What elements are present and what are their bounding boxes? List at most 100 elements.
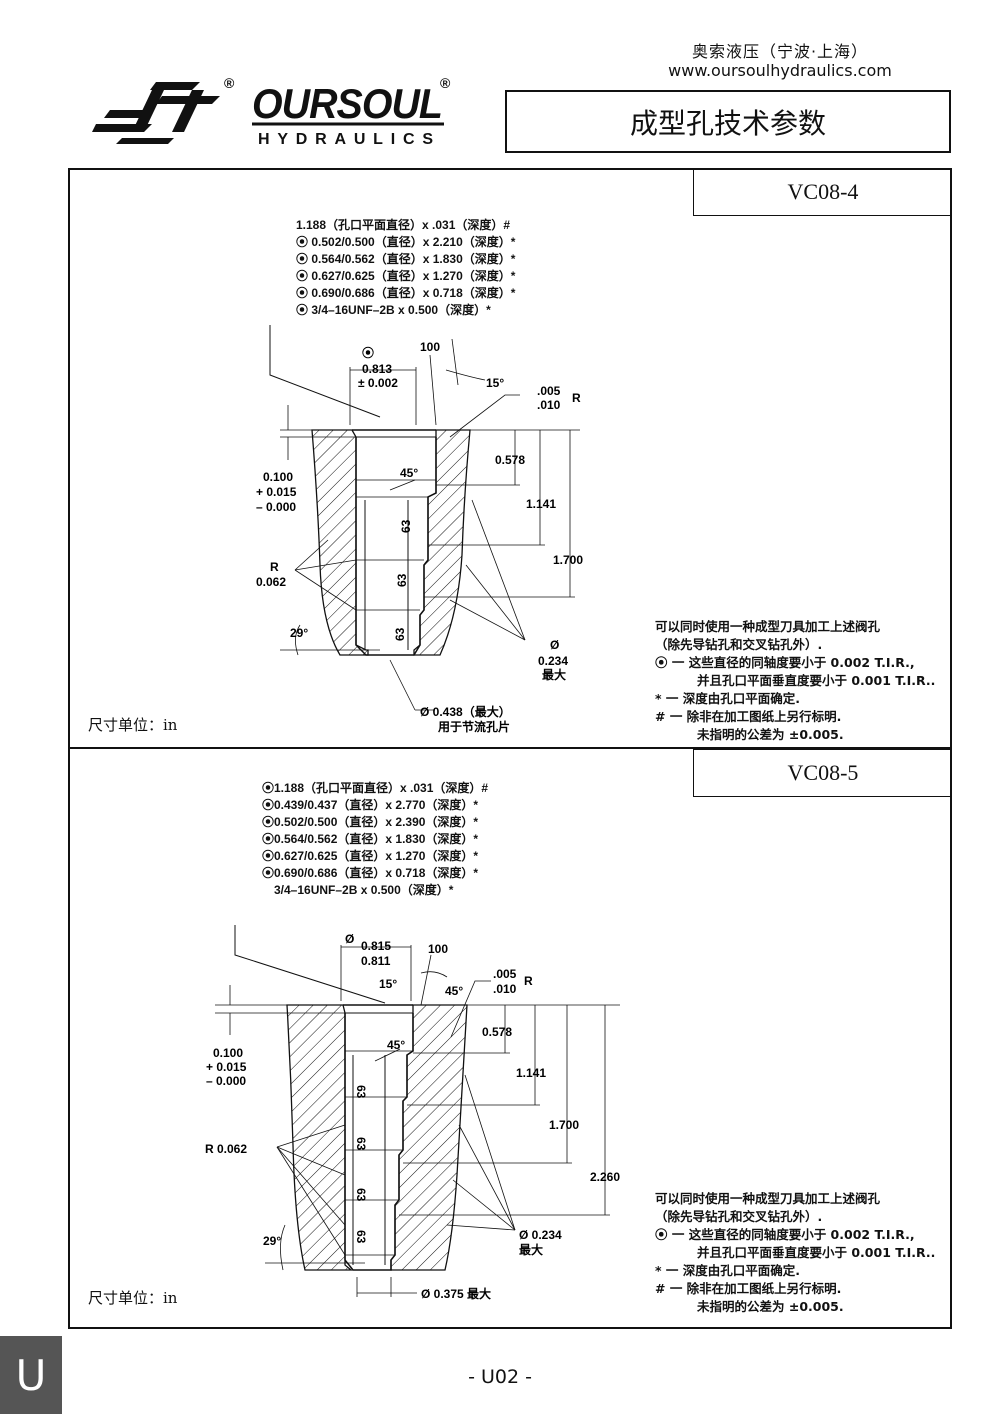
dim-h3: 1.700 xyxy=(553,553,583,567)
dim-angle-29: 29° xyxy=(290,626,308,640)
note-line: # 一 除非在加工图纸上另行标明. xyxy=(655,1281,842,1296)
note-line: 未指明的公差为 ±0.005. xyxy=(697,1299,844,1314)
dim-angle-45-top: 45° xyxy=(445,984,463,998)
dim-r1: .005 xyxy=(493,967,517,981)
dim-top-symbol: Ø xyxy=(345,932,354,946)
brand-logo: ® OURSOUL ® HYDRAULICS xyxy=(92,75,451,148)
spec-line: ⦿0.502/0.500（直径）x 2.390（深度）* xyxy=(262,815,479,829)
unit-label-vc08-4: 尺寸单位：in xyxy=(88,716,178,734)
dim-dia-symbol: Ø xyxy=(550,638,559,652)
note-line: 未指明的公差为 ±0.005. xyxy=(697,727,844,742)
model-label-vc08-4: VC08-4 xyxy=(693,168,952,216)
website-link[interactable]: www.oursoulhydraulics.com xyxy=(668,61,892,80)
spec-line: 3/4–16UNF–2B x 0.500（深度）* xyxy=(274,883,454,897)
dim-top-1: 0.815 xyxy=(361,939,391,953)
notes-vc08-4: 可以同时使用一种成型刀具加工上述阀孔 （除先导钻孔和交叉钻孔外）. ⦿ 一 这些… xyxy=(655,618,935,744)
dim-angle-45: 45° xyxy=(400,466,418,480)
dim-top-2: ± 0.002 xyxy=(358,376,398,390)
document-title: 成型孔技术参数 xyxy=(505,90,951,153)
logo-subtext: HYDRAULICS xyxy=(258,131,438,148)
spec-line: ⦿0.690/0.686（直径）x 0.718（深度）* xyxy=(262,866,479,880)
logo-registered-2: ® xyxy=(440,75,451,91)
spec-line: ⦿1.188（孔口平面直径）x .031（深度）# xyxy=(262,781,489,795)
unit-label-vc08-5: 尺寸单位：in xyxy=(88,1289,178,1307)
dim-r-small: R 0.062 xyxy=(205,1142,247,1156)
spec-line: ⦿ 3/4–16UNF–2B x 0.500（深度）* xyxy=(296,303,491,317)
note-line: * 一 深度由孔口平面确定. xyxy=(655,691,800,706)
dim-angle-45: 45° xyxy=(387,1038,405,1052)
dim-rough-3: 63 xyxy=(393,627,407,641)
dim-dia-max: 0.234 xyxy=(538,654,568,668)
dim-h1: 0.578 xyxy=(495,453,525,467)
dim-bottom-2: 用于节流孔片 xyxy=(437,719,510,734)
note-line: 并且孔口平面垂直度要小于 0.001 T.I.R.. xyxy=(697,673,936,688)
spec-line: ⦿ 0.627/0.625（直径）x 1.270（深度）* xyxy=(296,269,516,283)
dim-depth-b: + 0.015 xyxy=(206,1060,247,1074)
dim-h2: 1.141 xyxy=(516,1066,546,1080)
dim-rough-4: 63 xyxy=(354,1230,368,1244)
dim-angle-29: 29° xyxy=(263,1234,281,1248)
note-line: # 一 除非在加工图纸上另行标明. xyxy=(655,709,842,724)
dim-depth-b: + 0.015 xyxy=(256,485,297,499)
note-line: 可以同时使用一种成型刀具加工上述阀孔 xyxy=(655,619,881,634)
dim-finish: 100 xyxy=(428,942,448,956)
dim-r-small-2: 0.062 xyxy=(256,575,286,589)
dim-bottom-1: Ø 0.438（最大） xyxy=(420,704,511,719)
dim-h2: 1.141 xyxy=(526,497,556,511)
spec-line: ⦿ 0.690/0.686（直径）x 0.718（深度）* xyxy=(296,286,516,300)
dim-h1: 0.578 xyxy=(482,1025,512,1039)
spec-list-vc08-5: ⦿1.188（孔口平面直径）x .031（深度）# ⦿0.439/0.437（直… xyxy=(262,780,488,899)
note-line: ⦿ 一 这些直径的同轴度要小于 0.002 T.I.R., xyxy=(655,1227,915,1242)
spec-line: 1.188（孔口平面直径）x .031（深度）# xyxy=(296,218,511,232)
dim-depth-a: 0.100 xyxy=(213,1046,243,1060)
dim-depth-a: 0.100 xyxy=(263,470,293,484)
logo-wordmark: OURSOUL xyxy=(252,80,442,127)
dim-finish: 100 xyxy=(420,340,440,354)
dim-r-label: R xyxy=(524,974,533,988)
dim-top-1: 0.813 xyxy=(362,362,392,376)
dim-h4: 2.260 xyxy=(590,1170,620,1184)
note-line: * 一 深度由孔口平面确定. xyxy=(655,1263,800,1278)
page-number: - U02 - xyxy=(468,1366,532,1388)
dim-depth-c: – 0.000 xyxy=(256,500,296,514)
dim-dia-max-label: 最大 xyxy=(519,1242,543,1257)
section-tab-u: U xyxy=(0,1336,62,1414)
spec-line: ⦿0.564/0.562（直径）x 1.830（深度）* xyxy=(262,832,479,846)
note-line: 可以同时使用一种成型刀具加工上述阀孔 xyxy=(655,1191,881,1206)
cavity-drawing-vc08-5: Ø 0.815 0.811 100 15° 45° .005 .010 R 0.… xyxy=(205,925,620,1301)
dim-h3: 1.700 xyxy=(549,1118,579,1132)
spec-line: ⦿ 0.564/0.562（直径）x 1.830（深度）* xyxy=(296,252,516,266)
model-label-vc08-5: VC08-5 xyxy=(693,749,952,797)
dim-top-symbol: ⦿ xyxy=(362,345,374,360)
spec-line: ⦿0.627/0.625（直径）x 1.270（深度）* xyxy=(262,849,479,863)
dim-rough-2: 63 xyxy=(395,573,409,587)
dim-rough-3: 63 xyxy=(354,1188,368,1202)
logo-registered-1: ® xyxy=(224,75,235,91)
spec-line: ⦿0.439/0.437（直径）x 2.770（深度）* xyxy=(262,798,479,812)
note-line: 并且孔口平面垂直度要小于 0.001 T.I.R.. xyxy=(697,1245,936,1260)
dim-rough-2: 63 xyxy=(354,1137,368,1151)
dim-angle-15: 15° xyxy=(379,977,397,991)
dim-rough-1: 63 xyxy=(399,519,413,533)
logo-mark-icon xyxy=(92,82,220,144)
dim-r-label: R xyxy=(572,391,581,405)
note-line: ⦿ 一 这些直径的同轴度要小于 0.002 T.I.R., xyxy=(655,655,915,670)
dim-top-2: 0.811 xyxy=(361,954,391,968)
dim-r-small-1: R xyxy=(270,560,279,574)
section-divider xyxy=(68,747,952,749)
company-name: 奥索液压（宁波·上海） xyxy=(691,42,869,61)
dim-dia-max-label: 最大 xyxy=(542,667,566,682)
spec-list-vc08-4: 1.188（孔口平面直径）x .031（深度）# ⦿ 0.502/0.500（直… xyxy=(296,217,515,319)
dim-angle-15: 15° xyxy=(486,376,504,390)
notes-vc08-5: 可以同时使用一种成型刀具加工上述阀孔 （除先导钻孔和交叉钻孔外）. ⦿ 一 这些… xyxy=(655,1190,935,1316)
dim-dia-max: Ø 0.234 xyxy=(519,1228,562,1242)
dim-rough-1: 63 xyxy=(354,1085,368,1099)
dim-r2: .010 xyxy=(493,982,517,996)
cavity-drawing-vc08-4: ⦿ 0.813 ± 0.002 100 15° .005 .010 R 0.10… xyxy=(256,325,583,734)
dim-r1: .005 xyxy=(537,384,561,398)
spec-line: ⦿ 0.502/0.500（直径）x 2.210（深度）* xyxy=(296,235,516,249)
dim-bottom: Ø 0.375 最大 xyxy=(421,1286,491,1301)
note-line: （除先导钻孔和交叉钻孔外）. xyxy=(655,637,823,652)
dim-r2: .010 xyxy=(537,398,561,412)
note-line: （除先导钻孔和交叉钻孔外）. xyxy=(655,1209,823,1224)
